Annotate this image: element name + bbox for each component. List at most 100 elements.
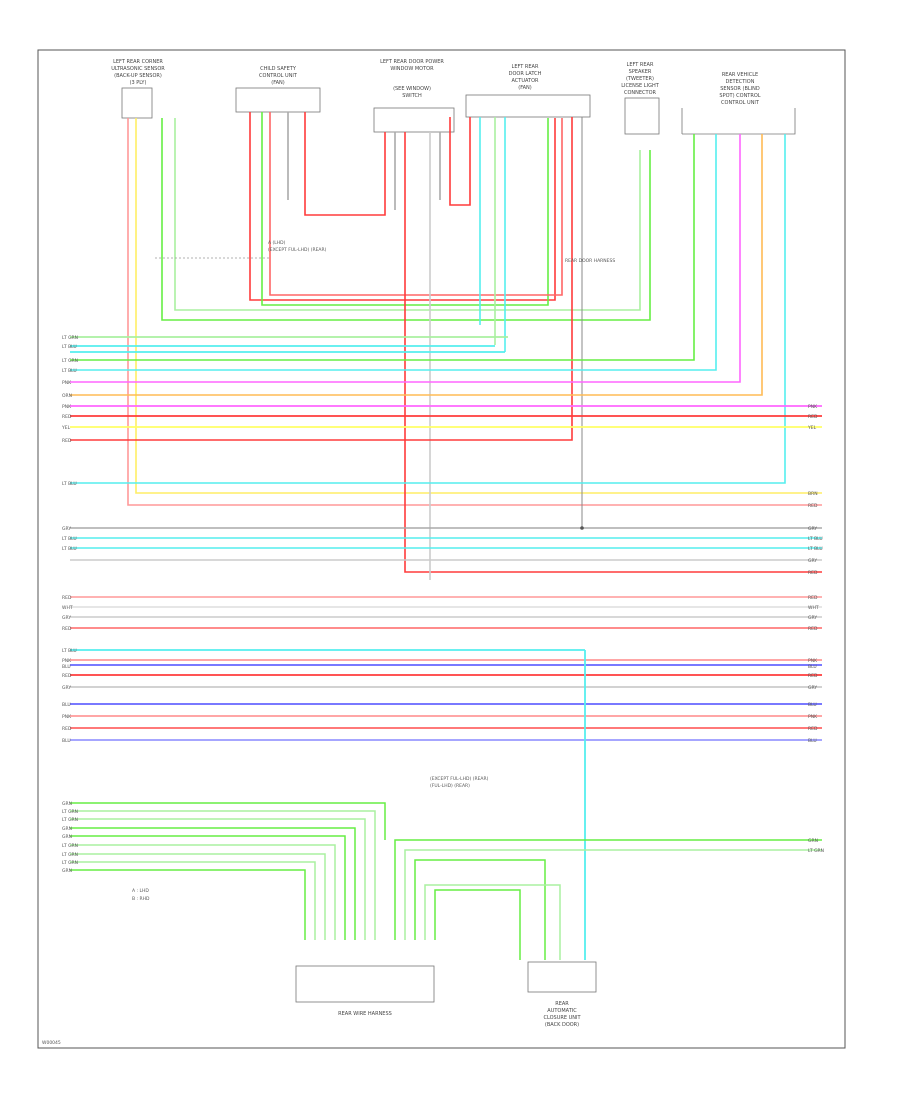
svg-text:CHILD SAFETY: CHILD SAFETY xyxy=(260,66,297,72)
svg-text:SPOT) CONTROL: SPOT) CONTROL xyxy=(719,93,760,99)
svg-text:ULTRASONIC SENSOR: ULTRASONIC SENSOR xyxy=(111,66,165,72)
svg-text:CONTROL UNIT: CONTROL UNIT xyxy=(721,100,760,106)
svg-text:LT GRN: LT GRN xyxy=(62,860,78,866)
green-labels-left: GRN LT GRN LT GRN GRN GRN LT GRN LT GRN … xyxy=(62,801,78,874)
green-labels-right: GRN LT GRN xyxy=(808,838,824,854)
svg-text:DETECTION: DETECTION xyxy=(726,79,755,85)
svg-text:BLU: BLU xyxy=(808,738,817,744)
svg-text:WINDOW MOTOR: WINDOW MOTOR xyxy=(390,66,434,72)
svg-text:CONTROL UNIT: CONTROL UNIT xyxy=(259,73,298,79)
low-labels-left: LT BLU PNK BLU RED GRY BLU PNK RED BLU xyxy=(62,648,77,744)
junction-dot xyxy=(580,526,584,530)
component-box-door-latch xyxy=(465,94,591,118)
upper-wiring xyxy=(70,112,822,580)
svg-text:YEL: YEL xyxy=(807,425,817,431)
legend-note: A : LHD B : RHD xyxy=(132,888,150,902)
svg-text:GRY: GRY xyxy=(808,685,817,691)
svg-text:GRY: GRY xyxy=(62,526,71,532)
svg-text:GRY: GRY xyxy=(808,615,817,621)
svg-text:PNK: PNK xyxy=(62,380,72,386)
joint-note-left: A (LHD) (EXCEPT FUL-LHD) (REAR) xyxy=(268,240,327,253)
green-harness xyxy=(70,802,822,960)
footer-code: W00045 xyxy=(42,1040,61,1046)
svg-text:RED: RED xyxy=(62,673,72,679)
mid-bus xyxy=(70,527,822,629)
svg-text:(3 PLY): (3 PLY) xyxy=(130,80,147,86)
svg-text:LT BLU: LT BLU xyxy=(62,481,77,487)
svg-text:(FAN): (FAN) xyxy=(518,85,532,91)
svg-text:RED: RED xyxy=(62,626,72,632)
svg-text:RED: RED xyxy=(62,438,72,444)
svg-text:AUTOMATIC: AUTOMATIC xyxy=(547,1008,577,1014)
svg-text:ACTUATOR: ACTUATOR xyxy=(511,78,539,84)
svg-text:LT BLU: LT BLU xyxy=(62,368,77,374)
joint-note-right: REAR DOOR HARNESS xyxy=(565,258,615,264)
svg-text:LT GRN: LT GRN xyxy=(62,335,78,341)
component-label-rear-harness: REAR WIRE HARNESS xyxy=(338,1011,392,1017)
component-label-left-rear-sensor: LEFT REAR CORNER ULTRASONIC SENSOR (BACK… xyxy=(111,59,165,86)
component-label-child-safety: CHILD SAFETY CONTROL UNIT (FAN) xyxy=(259,66,298,86)
svg-text:CONNECTOR: CONNECTOR xyxy=(624,90,657,96)
svg-text:RED: RED xyxy=(808,595,818,601)
svg-text:LT GRN: LT GRN xyxy=(808,848,824,854)
svg-text:LEFT REAR DOOR POWER: LEFT REAR DOOR POWER xyxy=(380,59,444,65)
svg-text:RED: RED xyxy=(808,673,818,679)
svg-text:(SEE WINDOW): (SEE WINDOW) xyxy=(393,86,431,92)
svg-text:LT BLU: LT BLU xyxy=(62,546,77,552)
svg-text:A (LHD): A (LHD) xyxy=(268,240,286,246)
svg-text:(BACK-UP SENSOR): (BACK-UP SENSOR) xyxy=(114,73,162,79)
low-labels-right: PNK BLU RED GRY BLU PNK RED BLU xyxy=(808,658,818,744)
svg-text:LT BLU: LT BLU xyxy=(62,536,77,542)
svg-text:LT BLU: LT BLU xyxy=(62,648,77,654)
svg-text:LT GRN: LT GRN xyxy=(62,817,78,823)
svg-text:GRN: GRN xyxy=(62,868,72,874)
svg-text:PNK: PNK xyxy=(62,714,72,720)
svg-text:REAR: REAR xyxy=(555,1001,569,1007)
svg-text:BLU: BLU xyxy=(62,702,71,708)
svg-text:RED: RED xyxy=(808,626,818,632)
component-box-rear-harness xyxy=(295,965,435,1003)
svg-text:A : LHD: A : LHD xyxy=(132,888,149,894)
component-box-blind-spot xyxy=(681,108,796,135)
svg-text:LT GRN: LT GRN xyxy=(62,852,78,858)
mid-labels-right: BRN RED GRY LT BLU LT BLU GRY RED RED WH… xyxy=(808,491,823,632)
svg-text:GRN: GRN xyxy=(62,801,72,807)
svg-text:YEL: YEL xyxy=(61,425,71,431)
component-box-speaker xyxy=(624,97,660,135)
svg-text:BLU: BLU xyxy=(62,738,71,744)
svg-text:(TWEETER): (TWEETER) xyxy=(626,76,654,82)
harness-note: (EXCEPT FUL-LHD) (REAR) (FUL-LHD) (REAR) xyxy=(430,776,489,789)
svg-text:LICENSE LIGHT: LICENSE LIGHT xyxy=(621,83,659,89)
svg-text:RED: RED xyxy=(808,726,818,732)
svg-text:PNK: PNK xyxy=(62,658,72,664)
component-box-closure-unit xyxy=(527,961,597,993)
svg-text:CLOSURE UNIT: CLOSURE UNIT xyxy=(543,1015,581,1021)
svg-text:LT GRN: LT GRN xyxy=(62,809,78,815)
svg-text:(EXCEPT FUL-LHD) (REAR): (EXCEPT FUL-LHD) (REAR) xyxy=(430,776,489,782)
svg-text:DOOR LATCH: DOOR LATCH xyxy=(509,71,542,77)
svg-text:GRY: GRY xyxy=(808,526,817,532)
svg-text:BRN: BRN xyxy=(808,491,818,497)
component-label-speaker: LEFT REAR SPEAKER (TWEETER) LICENSE LIGH… xyxy=(621,62,659,96)
svg-text:B : RHD: B : RHD xyxy=(132,896,150,902)
svg-text:RED: RED xyxy=(62,595,72,601)
svg-text:GRY: GRY xyxy=(62,615,71,621)
svg-text:LEFT REAR CORNER: LEFT REAR CORNER xyxy=(113,59,163,65)
main-bus xyxy=(70,336,822,428)
svg-text:SWITCH: SWITCH xyxy=(402,93,422,99)
svg-text:LT GRN: LT GRN xyxy=(62,843,78,849)
svg-text:WHT: WHT xyxy=(808,605,819,611)
svg-text:(BACK DOOR): (BACK DOOR) xyxy=(545,1022,579,1028)
svg-text:PNK: PNK xyxy=(62,404,72,410)
bus-labels-left: LT GRN LT BLU LT GRN LT BLU PNK ORN PNK … xyxy=(61,335,78,444)
svg-text:RED: RED xyxy=(808,570,818,576)
component-label-power-window: LEFT REAR DOOR POWER WINDOW MOTOR (SEE W… xyxy=(380,59,444,99)
mid-labels-left: LT BLU GRY LT BLU LT BLU RED WHT GRY RED xyxy=(62,481,77,632)
svg-text:(FAN): (FAN) xyxy=(271,80,285,86)
svg-text:(EXCEPT FUL-LHD) (REAR): (EXCEPT FUL-LHD) (REAR) xyxy=(268,247,327,253)
svg-text:REAR VEHICLE: REAR VEHICLE xyxy=(722,72,758,78)
svg-text:RED: RED xyxy=(808,414,818,420)
diagram-frame xyxy=(37,49,846,1049)
svg-text:RED: RED xyxy=(62,726,72,732)
